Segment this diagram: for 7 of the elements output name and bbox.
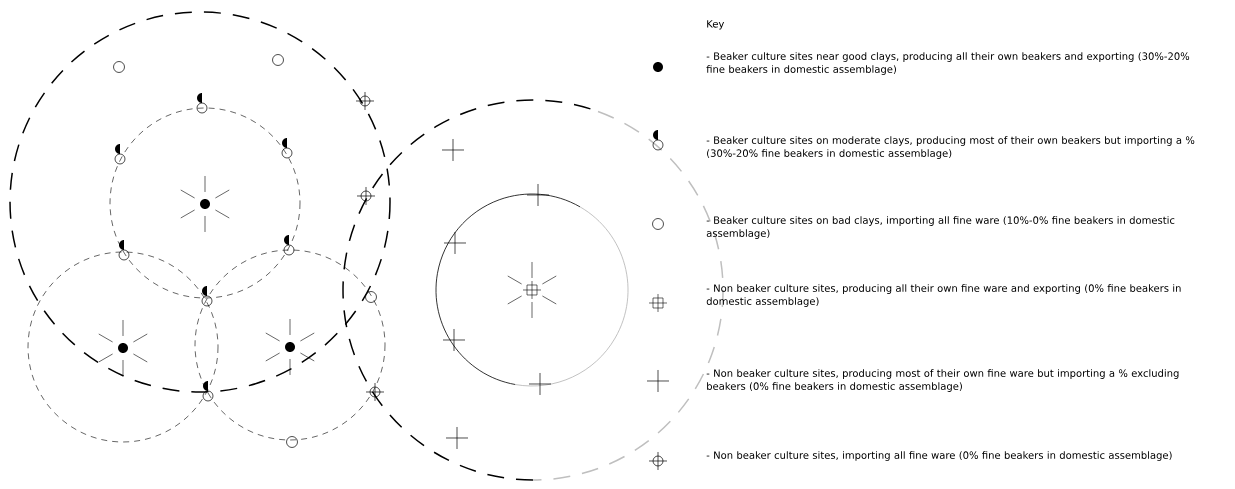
legend-text: - Beaker culture sites on bad clays, importing all fine ware (10%-0% fine beakers in domestic assemblage) <box>706 216 1175 239</box>
legend-text: - Non beaker culture sites, producing most of their own fine ware but importing a % excluding beakers (0% fine beakers in domestic assemblage) <box>706 369 1179 392</box>
legend-text: - Beaker culture sites near good clays, producing all their own beakers and exporting (30%-20% fine beakers in domestic assemblage) <box>706 52 1190 75</box>
key-heading: Key <box>707 20 725 30</box>
legend-text: - Non beaker culture sites, producing all their own fine ware and exporting (0% fine beakers in domestic assemblage) <box>706 284 1181 307</box>
legend-text: - Beaker culture sites on moderate clays, producing most of their own beakers but importing a % (30%-20% fine beakers in domestic assemblage) <box>706 136 1195 159</box>
legend-text: - Non beaker culture sites, importing all fine ware (0% fine beakers in domestic assemblage) <box>706 451 1172 461</box>
